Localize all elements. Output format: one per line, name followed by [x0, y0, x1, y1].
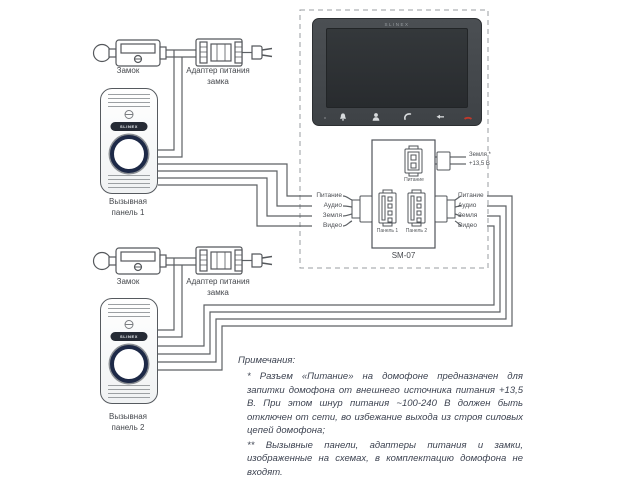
bell-icon — [340, 113, 346, 121]
wires — [158, 49, 513, 371]
left-wire-label-audio: Аудио — [323, 202, 342, 209]
notes-title: Примечания: — [238, 355, 296, 366]
left-wire-label-ground: Земля — [322, 212, 342, 219]
voltage-label: +13,5 В — [469, 161, 490, 167]
adapter2-icon — [195, 246, 243, 275]
monitor-zone-dashed-border — [299, 9, 489, 269]
call-button — [110, 345, 148, 383]
person-icon — [372, 113, 380, 121]
power-connector-icon — [404, 145, 423, 177]
screw-icon — [124, 110, 134, 119]
microphone-dot — [324, 117, 326, 119]
panel2-connector-icon — [407, 189, 426, 227]
right-wire-label-audio: Аудио — [458, 202, 477, 209]
monitor-button-row — [313, 111, 481, 123]
lock1-icon — [92, 39, 167, 67]
intercom-monitor: SLINEX — [312, 18, 482, 126]
adapter2-label-1: Адаптер питания — [186, 277, 250, 286]
monitor-screen — [326, 28, 468, 108]
panel-grill — [108, 94, 150, 107]
lock2-icon — [92, 247, 167, 275]
arrow-left-icon — [436, 114, 444, 119]
call-panel-2: SLINEX — [100, 298, 158, 404]
power-plug-icon — [436, 151, 451, 171]
notes-block: * Разъем «Питание» на домофоне предназна… — [247, 370, 523, 479]
lock1-wires — [158, 49, 252, 158]
adapter1-mains-plug-icon — [251, 45, 273, 60]
panel2-connector-label: Панель 2 — [405, 228, 428, 234]
lock2-wires — [158, 257, 252, 338]
call-button — [110, 135, 148, 173]
panel-grill — [108, 175, 150, 188]
left-wire-label-video: Видео — [323, 222, 342, 229]
right-wire-label-video: Видео — [458, 222, 477, 229]
handset-icon — [404, 113, 412, 120]
panel-grill — [108, 385, 150, 398]
power-connector-label: Питание — [404, 177, 424, 183]
panel-grill — [108, 304, 150, 317]
right-wire-label-power: Питание — [458, 192, 484, 199]
screw-icon — [124, 320, 134, 329]
right-wire-label-ground: Земля — [458, 212, 478, 219]
right-cable-plug-icon — [434, 195, 456, 223]
panel2-label-2: панель 2 — [111, 423, 145, 432]
ground-label: Земля * — [469, 152, 491, 158]
panel2-label-1: Вызывная — [109, 412, 147, 421]
panel1-connector-icon — [378, 189, 397, 227]
adapter1-label-2: замка — [207, 77, 229, 86]
lock2-label: Замок — [116, 277, 140, 286]
hangup-icon — [464, 116, 472, 120]
adapter2-mains-plug-icon — [251, 253, 273, 268]
panel1-label-1: Вызывная — [109, 197, 147, 206]
panel-brand-badge: SLINEX — [110, 332, 148, 341]
monitor-buttons — [324, 113, 472, 121]
panel1-label-2: панель 1 — [111, 208, 145, 217]
adapter1-label-1: Адаптер питания — [186, 66, 250, 75]
note-2: ** Вызывные панели, адаптеры питания и з… — [247, 439, 523, 478]
note-1: * Разъем «Питание» на домофоне предназна… — [247, 371, 523, 436]
model-label: SM-07 — [391, 251, 416, 260]
lock1-label: Замок — [116, 66, 140, 75]
adapter2-label-2: замка — [207, 288, 229, 297]
left-wire-label-power: Питание — [316, 192, 342, 199]
monitor-brand-label: SLINEX — [384, 21, 410, 27]
panel1-to-monitor-wires — [158, 163, 353, 227]
panel-brand-badge: SLINEX — [110, 122, 148, 131]
panel1-connector-label: Панель 1 — [376, 228, 399, 234]
call-panel-1: SLINEX — [100, 88, 158, 194]
left-cable-plug-icon — [351, 195, 373, 223]
adapter1-icon — [195, 38, 243, 67]
monitor-to-panel2-wires — [158, 195, 513, 371]
